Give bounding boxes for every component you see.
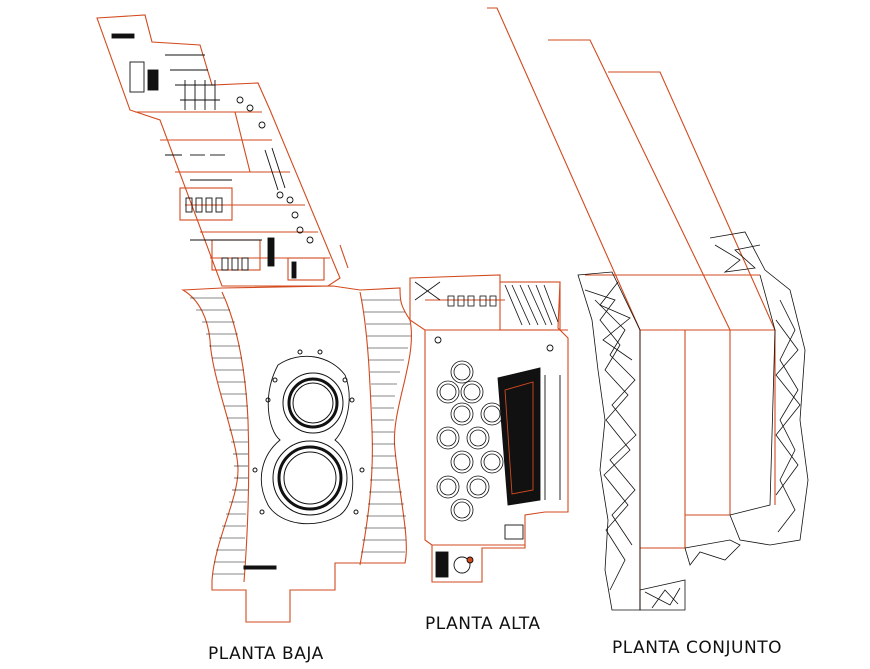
planta-conjunto-lattice-facade	[577, 231, 809, 611]
planta-alta-label: PLANTA ALTA	[425, 614, 541, 634]
planta-alta-plan	[409, 274, 569, 583]
planta-baja-furniture	[111, 33, 314, 279]
planta-alta-stage	[434, 336, 561, 578]
planta-baja-plan	[96, 14, 412, 623]
planta-conjunto-plan	[487, 7, 809, 611]
planta-alta-tables	[436, 360, 504, 522]
planta-baja-label: PLANTA BAJA	[208, 644, 324, 664]
planta-baja-side-stripes	[190, 297, 411, 575]
planta-conjunto-label: PLANTA CONJUNTO	[612, 638, 782, 658]
planta-baja-main-hall	[181, 285, 412, 623]
planta-baja-upper-wing	[96, 14, 349, 287]
planta-baja-central-fountains	[243, 349, 365, 570]
